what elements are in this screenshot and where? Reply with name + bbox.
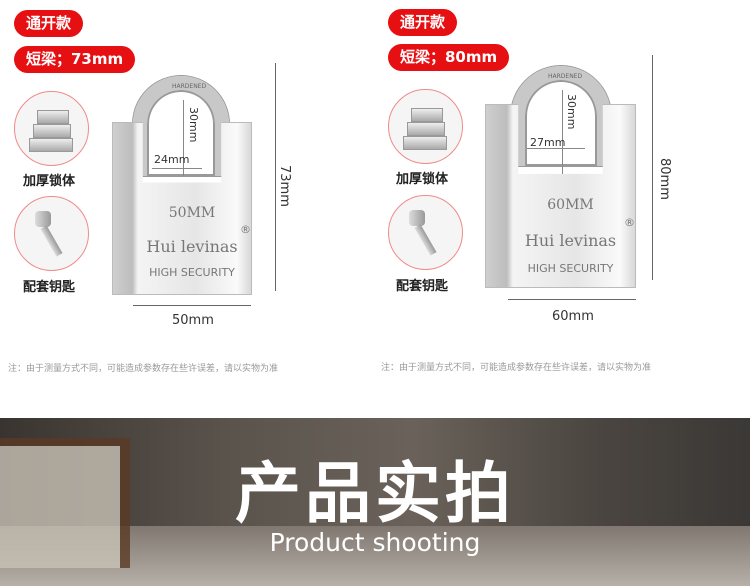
security-mark: HIGH SECURITY	[149, 266, 235, 279]
chair-photo	[0, 438, 130, 568]
width-dimension: 50mm	[172, 313, 214, 328]
shackle-mark: HARDENED	[172, 83, 207, 90]
banner-title: 产品实拍	[235, 455, 515, 532]
clearance-height: 30mm	[187, 107, 200, 143]
key-image	[14, 196, 89, 271]
thick-body-image	[14, 91, 89, 166]
clearance-width: 27mm	[530, 136, 566, 149]
clearance-width: 24mm	[154, 153, 190, 166]
type-badge: 通开款	[14, 10, 84, 37]
height-dimension: 80mm	[657, 158, 672, 200]
measurement-note: 注：由于测量方式不同，可能造成参数存在些许误差，请以实物为准	[381, 363, 652, 373]
product-shooting-banner: 产品实拍 Product shooting	[0, 418, 750, 586]
feature-label: 配套钥匙	[23, 280, 76, 295]
feature-label: 加厚锁体	[396, 172, 449, 187]
banner-subtitle: Product shooting	[269, 528, 481, 557]
size-mark: 50MM	[168, 205, 216, 221]
feature-label: 配套钥匙	[396, 279, 449, 294]
type-badge: 通开款	[388, 9, 458, 36]
clearance-height: 30mm	[565, 94, 578, 130]
brand-mark: Hui levinas	[524, 231, 617, 250]
measurement-note: 注：由于测量方式不同，可能造成参数存在些许误差，请以实物为准	[8, 364, 279, 374]
thick-body-image	[388, 89, 463, 164]
registered-mark: ®	[240, 223, 251, 236]
width-dimension: 60mm	[552, 309, 594, 324]
key-image	[388, 195, 463, 270]
brand-mark: Hui levinas	[146, 237, 238, 256]
shackle-mark: HARDENED	[548, 73, 583, 80]
size-mark: 60MM	[547, 197, 594, 213]
security-mark: HIGH SECURITY	[527, 262, 614, 275]
height-dimension: 73mm	[277, 165, 292, 207]
feature-label: 加厚锁体	[23, 174, 76, 189]
shackle-badge: 短梁；73mm	[14, 46, 136, 73]
shackle-badge: 短梁；80mm	[388, 44, 510, 71]
registered-mark: ®	[624, 216, 635, 229]
